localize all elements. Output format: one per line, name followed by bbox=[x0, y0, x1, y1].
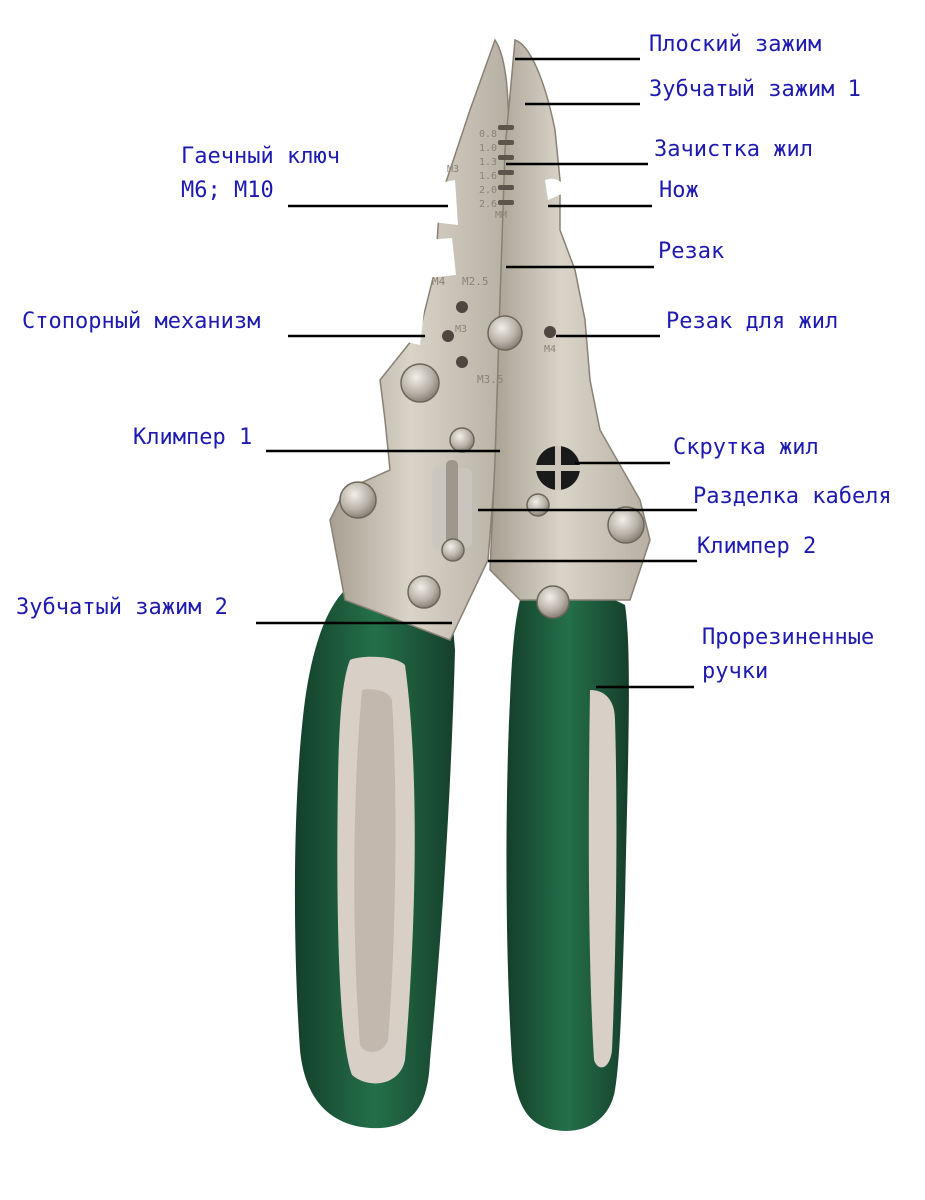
stamp-size-1: 1.0 bbox=[479, 143, 497, 154]
stamp-m4-left: M4 bbox=[432, 275, 446, 288]
label-crimper-2: Климпер 2 bbox=[697, 534, 817, 559]
stamp-m4-right: M4 bbox=[544, 344, 556, 355]
stamp-size-2: 1.3 bbox=[479, 157, 497, 168]
label-toothed-clamp-2: Зубчатый зажим 2 bbox=[16, 595, 228, 620]
stamp-size-0: 0.8 bbox=[479, 129, 497, 140]
stamp-size-3: 1.6 bbox=[479, 171, 497, 182]
label-handles-line1: Прорезиненные bbox=[702, 625, 875, 650]
stamp-mm: MM bbox=[495, 210, 507, 221]
leader-lines bbox=[256, 57, 697, 689]
label-lock-mechanism: Стопорный механизм bbox=[22, 309, 261, 334]
label-handles-line2: ручки bbox=[702, 659, 769, 684]
label-wrench-line2: М6; М10 bbox=[181, 178, 274, 203]
right-handle bbox=[506, 593, 629, 1131]
label-crimper-1: Климпер 1 bbox=[133, 425, 253, 450]
label-toothed-clamp-1: Зубчатый зажим 1 bbox=[649, 77, 861, 102]
size-stamps: 0.8 1.0 1.3 1.6 2.0 2.6 M3 MM M4 M2.5 M3… bbox=[432, 129, 556, 386]
crimper-insert bbox=[432, 460, 472, 555]
left-handle bbox=[294, 581, 455, 1129]
right-jaw bbox=[489, 38, 651, 601]
label-cutter: Резак bbox=[658, 239, 725, 264]
label-twist-wires: Скрутка жил bbox=[673, 435, 819, 460]
label-wire-cutter: Резак для жил bbox=[666, 309, 839, 334]
stamp-m3-top: M3 bbox=[447, 164, 459, 175]
stamp-m25: M2.5 bbox=[462, 275, 489, 288]
stamp-size-4: 2.0 bbox=[479, 185, 497, 196]
stamp-size-5: 2.6 bbox=[479, 199, 497, 210]
label-strip-wires: Зачистка жил bbox=[654, 137, 813, 162]
screw-holes bbox=[442, 301, 556, 368]
label-flat-clamp: Плоский зажим bbox=[649, 32, 822, 57]
label-cable-strip: Разделка кабеля bbox=[693, 484, 892, 509]
label-wrench-line1: Гаечный ключ bbox=[181, 144, 340, 169]
stamp-m35: M3.5 bbox=[477, 373, 504, 386]
stamp-m3-mid: M3 bbox=[455, 324, 467, 335]
label-knife: Нож bbox=[659, 178, 699, 203]
bolts bbox=[339, 315, 645, 619]
